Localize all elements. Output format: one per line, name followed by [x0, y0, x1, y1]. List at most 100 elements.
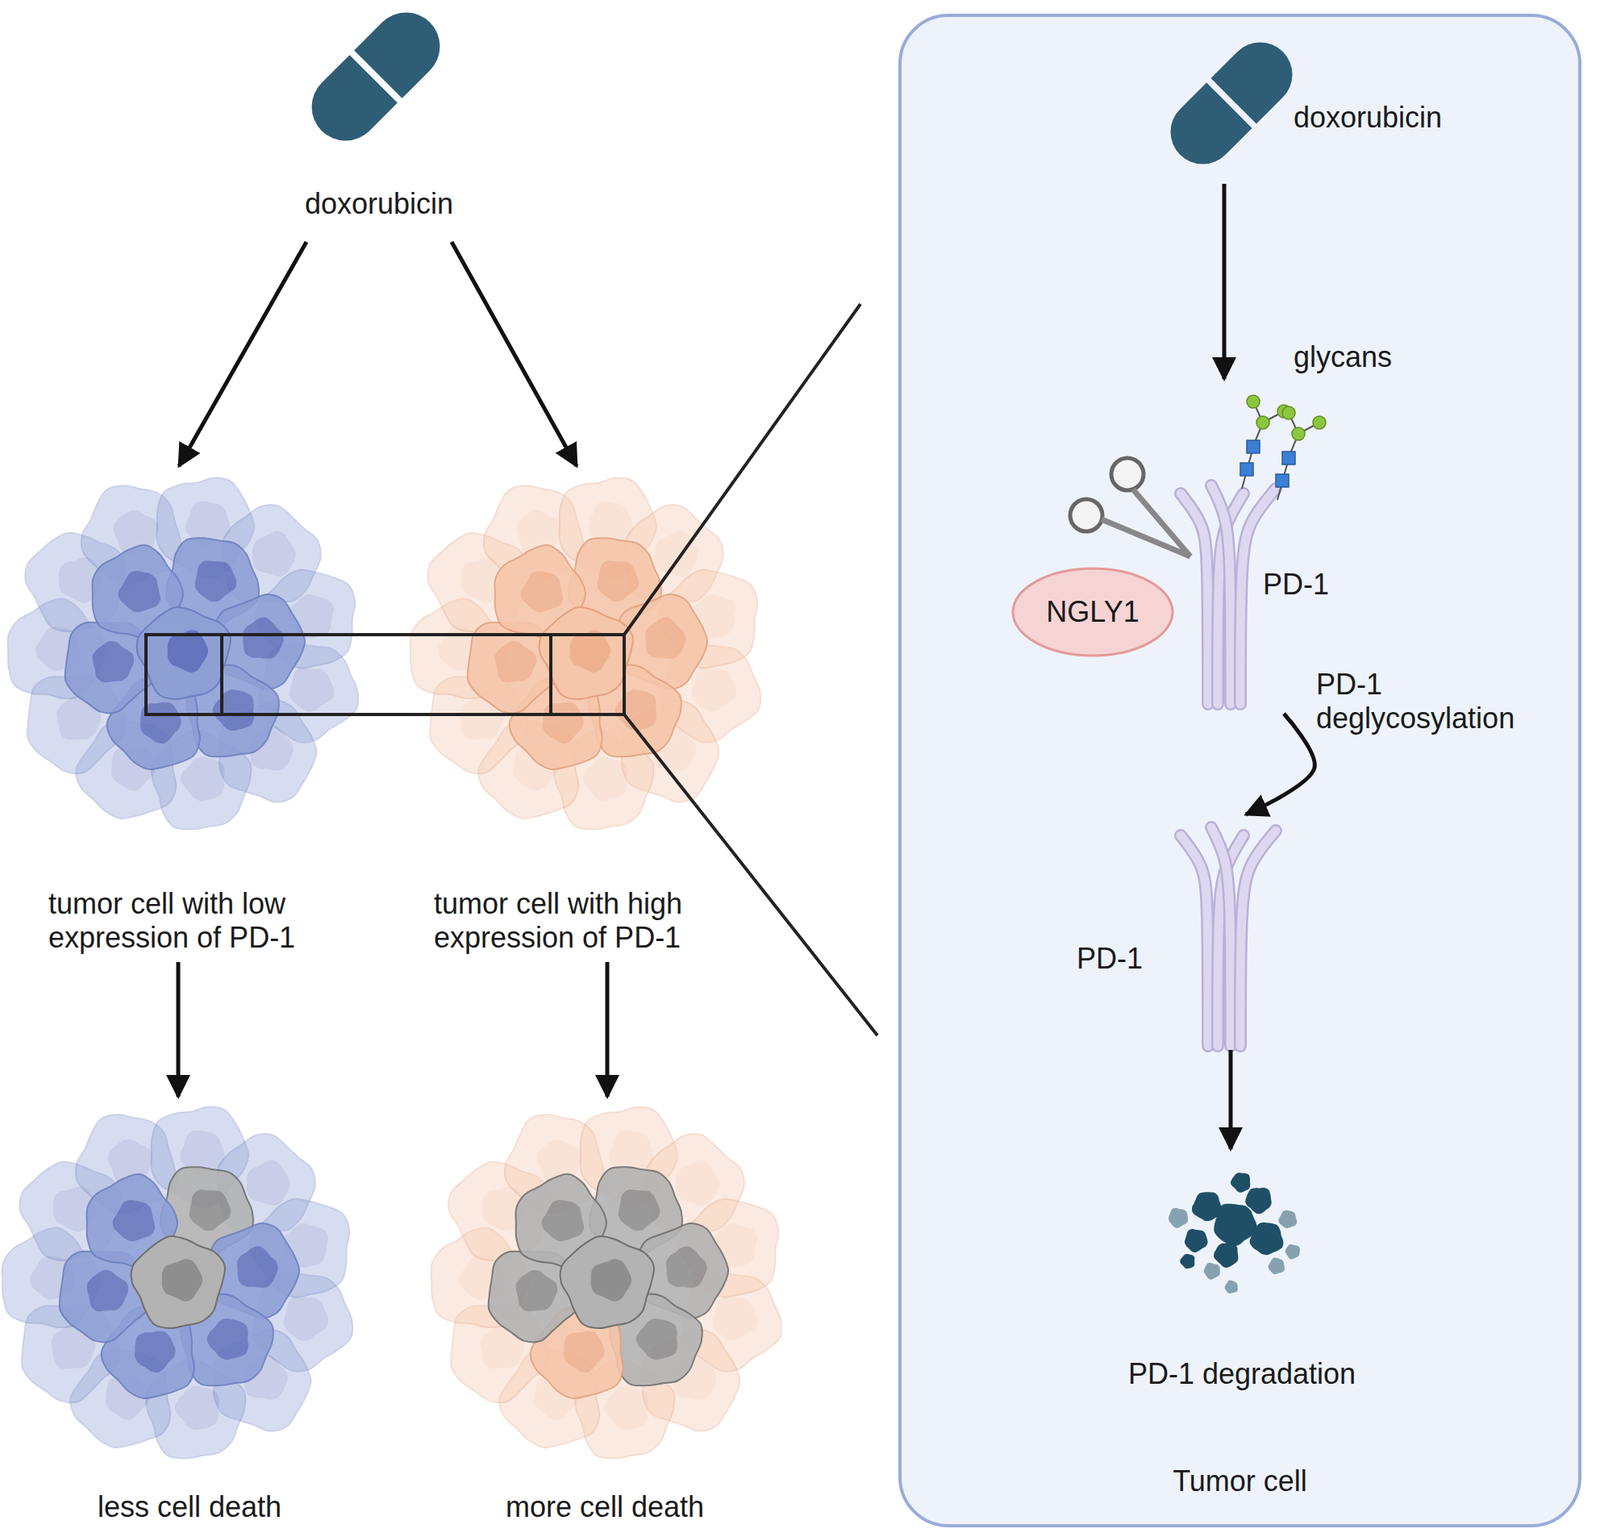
figure-node: PD-1: [1064, 814, 1291, 1050]
tumor-cell-part: [691, 667, 737, 713]
dead-cell-part: [666, 1246, 708, 1288]
zoom-line: [624, 714, 878, 1036]
protein-fragment: [1284, 1243, 1301, 1260]
arrow-connector: [1222, 183, 1227, 380]
sugar-square: [1282, 451, 1296, 465]
arrow-connector: [1245, 713, 1315, 815]
tumor-cell-part: [180, 756, 225, 801]
sugar-circle: [1246, 395, 1260, 409]
tumor-cell-part: [87, 1270, 129, 1312]
tumor-cell: [539, 607, 634, 700]
cell-cluster: [2, 1107, 353, 1459]
tumor-cell-part: [570, 629, 612, 673]
glycan-chains: [1240, 395, 1326, 500]
node-label: doxorubicin: [1293, 100, 1504, 135]
tumor-cell-part: [563, 1331, 605, 1374]
tumor-cell-part: [242, 617, 284, 659]
tumor-cell-part: [175, 1385, 220, 1430]
node-label: less cell death: [16, 1490, 363, 1525]
pill-icon: [297, 0, 455, 155]
tumor-cell-part: [712, 1296, 758, 1342]
tumor-cell-part: [583, 756, 628, 801]
dead-cell-part: [541, 1200, 584, 1242]
node-label: PD-1: [1262, 567, 1334, 602]
sugar-square: [1240, 462, 1254, 476]
arrow-connector: [176, 962, 181, 1097]
tumor-cell-part: [615, 689, 657, 731]
figure-node: PD-1: [1177, 379, 1335, 714]
protein-fragment: [1164, 1203, 1193, 1232]
tumor-cell-part: [195, 560, 237, 602]
glycan-chains-part: [1241, 422, 1263, 489]
dead-cell-part: [636, 1318, 678, 1360]
zoom-edge: [220, 634, 224, 715]
sugar-circle: [1291, 427, 1305, 441]
arrow-connector: [179, 241, 307, 467]
scissors-handle: [1070, 499, 1103, 532]
protein-fragment: [1200, 1259, 1223, 1282]
zoom-line: [624, 304, 861, 635]
pd1-strand: [1180, 493, 1209, 705]
zoom-band: [145, 634, 625, 715]
tumor-cell-part: [539, 607, 634, 700]
tumor-cell-part: [237, 1246, 279, 1288]
protein-fragment: [1178, 1250, 1200, 1272]
scissors-blade: [1101, 519, 1191, 557]
dead-cell-part: [131, 1236, 225, 1329]
tumor-cell-part: [207, 1318, 249, 1360]
pill-icon: [1157, 29, 1306, 178]
sugar-square: [1275, 474, 1289, 488]
figure-node: tumor cell with high expression of PD-1: [419, 466, 775, 963]
protein-fragment: [1266, 1256, 1287, 1276]
tumor-cell-part: [246, 1160, 291, 1206]
degraded-fragments: [1164, 1168, 1301, 1296]
tumor-cell-part: [118, 570, 161, 613]
pd1-strand-outline: [1240, 830, 1276, 1046]
tumor-cell: [137, 607, 231, 700]
tumor-cell-part: [675, 1160, 720, 1206]
protein-fragment: [1222, 1278, 1241, 1296]
pd1-strand: [1240, 830, 1276, 1046]
dead-cell-part: [618, 1189, 660, 1231]
arrow-connector: [1229, 1050, 1234, 1150]
node-label: more cell death: [419, 1490, 791, 1525]
figure-node: PD-1 degradation: [1080, 1149, 1404, 1400]
figure-node: doxorubicin: [1169, 32, 1509, 184]
tumor-cell-panel: [900, 15, 1580, 1526]
tumor-cell-part: [112, 1200, 155, 1242]
figure-node: tumor cell with low expression of PD-1: [16, 466, 363, 963]
zoom-edge: [549, 634, 553, 715]
node-label: Tumor cell: [900, 1464, 1580, 1499]
pd1-strand-outline: [1180, 835, 1209, 1046]
tumor-cell-part: [137, 607, 231, 700]
cell-cluster: [8, 478, 359, 830]
arrow-connector: [605, 962, 610, 1097]
tumor-cell-part: [597, 560, 639, 602]
dead-cell-part: [591, 1258, 633, 1302]
figure-node: doxorubicin: [274, 16, 484, 242]
tumor-cell-part: [134, 1331, 176, 1374]
cell-clusters: [2, 478, 782, 1459]
pd1-strand: [1211, 485, 1231, 705]
node-label: PD-1 degradation: [1080, 1357, 1404, 1392]
glycan-chains-part: [1277, 433, 1299, 500]
node-label: doxorubicin: [274, 187, 484, 221]
scissors-handle: [1111, 458, 1144, 491]
protein-fragment: [1276, 1208, 1298, 1230]
dead-cell: [560, 1236, 655, 1329]
figure-node: Tumor celldoxorubicinPD-1NGLY1PD-1PD-1 d…: [900, 15, 1580, 1526]
figure-node: more cell death: [419, 1096, 791, 1528]
pd1-strand: [1180, 835, 1209, 1046]
dead-cell-part: [560, 1236, 655, 1329]
node-label: tumor cell with high expression of PD-1: [433, 887, 757, 955]
pd1-molecules: [1180, 485, 1276, 1046]
pd1-strand-outline: [1211, 827, 1231, 1046]
pill-half: [354, 0, 455, 99]
pd1-strand-outline: [1180, 493, 1209, 705]
tumor-cell-part: [289, 667, 334, 713]
dead-cell-part: [189, 1189, 231, 1231]
tumor-cell-part: [283, 1296, 329, 1342]
protein-fragment: [1181, 1225, 1212, 1256]
